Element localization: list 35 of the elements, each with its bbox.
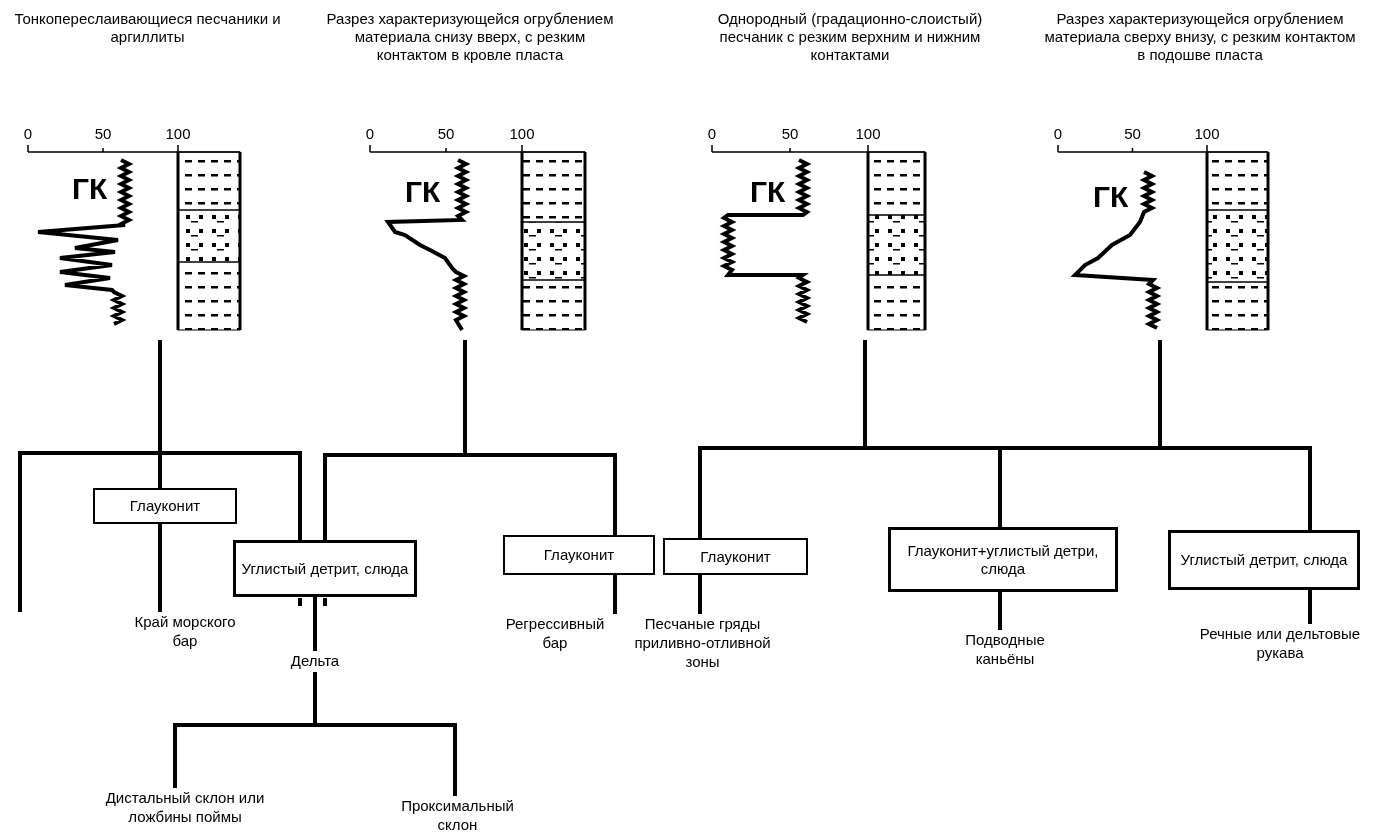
curve-label: ГК (405, 175, 441, 209)
scale-value: 0 (22, 125, 34, 142)
text-box: Глауконит (663, 538, 808, 575)
scale-value: 100 (508, 125, 536, 142)
connector-line (158, 524, 162, 612)
text-box: Глауконит (93, 488, 237, 524)
column-title: Разрез характеризующейся огрублением материала снизу вверх, с резким контактом в кровле пласта (325, 10, 615, 64)
connector-line (18, 340, 162, 612)
column-title: Однородный (градационно-слоистый) песчаник с резким верхним и нижним контактами (716, 10, 984, 64)
connector-line (613, 575, 617, 614)
scale-value: 100 (164, 125, 192, 142)
connector-line (313, 672, 457, 796)
connector-line (998, 592, 1002, 630)
column-title: Разрез характеризующейся огрублением материала сверху внизу, с резким контактом в подошве пласта (1043, 10, 1357, 64)
connector-line (313, 597, 317, 651)
scale-value: 0 (364, 125, 376, 142)
curve-label: ГК (750, 175, 786, 209)
column-title: Тонкопереслаивающиеся песчаники и аргиллиты (13, 10, 282, 46)
scale-value: 50 (1123, 125, 1142, 142)
connector-line (1158, 340, 1312, 530)
curve-label: ГК (1093, 180, 1129, 214)
text-box: Глауконит+углистый детри, слюда (888, 527, 1118, 592)
scale-value: 100 (854, 125, 882, 142)
scale-value: 0 (1052, 125, 1064, 142)
scale-value: 50 (780, 125, 800, 142)
curve-label: ГК (72, 172, 108, 206)
scale-value: 50 (93, 125, 113, 142)
text-box: Глауконит (503, 535, 655, 575)
connector-line (698, 575, 702, 614)
text-box: Углистый детрит, слюда (233, 540, 417, 597)
text-box: Углистый детрит, слюда (1168, 530, 1360, 590)
scale-value: 50 (436, 125, 456, 142)
scale-value: 100 (1193, 125, 1221, 142)
scale-value: 0 (706, 125, 718, 142)
connector-line (1308, 590, 1312, 624)
